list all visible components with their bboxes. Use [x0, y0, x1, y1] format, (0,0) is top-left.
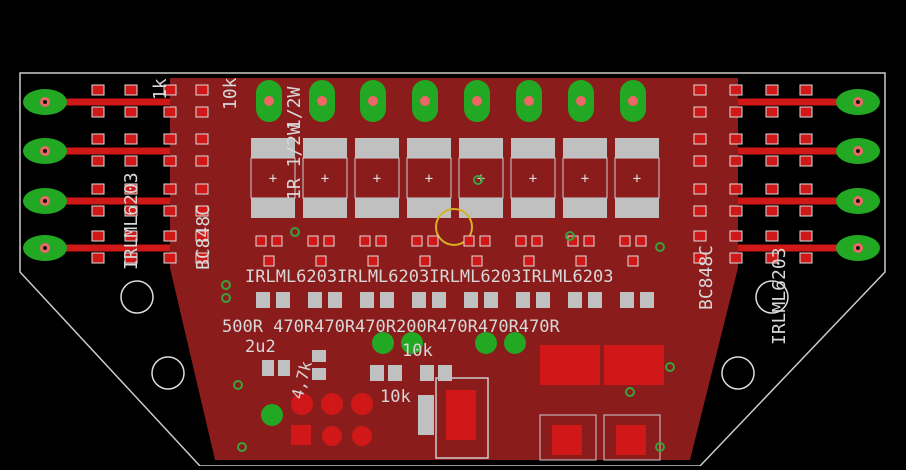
- wattage-label: 1/2W: [284, 86, 305, 130]
- res-10k-label: 10k: [220, 77, 241, 110]
- resistor-pad-row: [256, 292, 654, 308]
- left-smd-parts: [91, 84, 209, 264]
- svg-text:+: +: [581, 171, 589, 187]
- mounting-hole: [151, 356, 185, 390]
- silkscreen-text: IRLML6203 BC848C IRLML6203 BC848C 1R 1/2…: [121, 77, 790, 407]
- res-10k-b-label: 10k: [380, 387, 411, 407]
- svg-text:+: +: [373, 171, 381, 187]
- mosfet-row: [255, 235, 647, 267]
- bottom-components: [261, 332, 664, 461]
- mounting-hole: [721, 356, 755, 390]
- mid-row-label: IRLML6203IRLML6203IRLML6203IRLML6203: [245, 267, 613, 287]
- svg-text:+: +: [633, 171, 641, 187]
- vias: [221, 175, 675, 452]
- power-resistor-row: + + + + + + + +: [250, 138, 660, 218]
- svg-text:+: +: [269, 171, 277, 187]
- svg-text:+: +: [321, 171, 329, 187]
- power-res-label: 1R 1/2W: [284, 124, 305, 200]
- bottom-row-label: 500R 470R470R470R200R470R470R470R: [222, 317, 561, 337]
- right-ic-label-2: BC848C: [696, 245, 717, 310]
- left-ic-label-1: IRLML6203: [121, 172, 142, 270]
- top-pad-row: [256, 80, 646, 122]
- left-ic-label-2: BC848C: [193, 205, 214, 270]
- right-ic-label-1: IRLML6203: [769, 247, 790, 345]
- mounting-hole: [755, 280, 789, 314]
- cap-2u2-label: 2u2: [245, 337, 276, 357]
- svg-text:+: +: [529, 171, 537, 187]
- mounting-hole: [120, 280, 154, 314]
- right-connector: [836, 89, 880, 261]
- svg-text:+: +: [425, 171, 433, 187]
- highlight-ring: [435, 208, 473, 246]
- res-10k-a-label: 10k: [402, 341, 433, 361]
- left-connector: [23, 89, 67, 261]
- right-smd-parts: [693, 84, 813, 264]
- res-1k-label: 1k: [150, 78, 171, 100]
